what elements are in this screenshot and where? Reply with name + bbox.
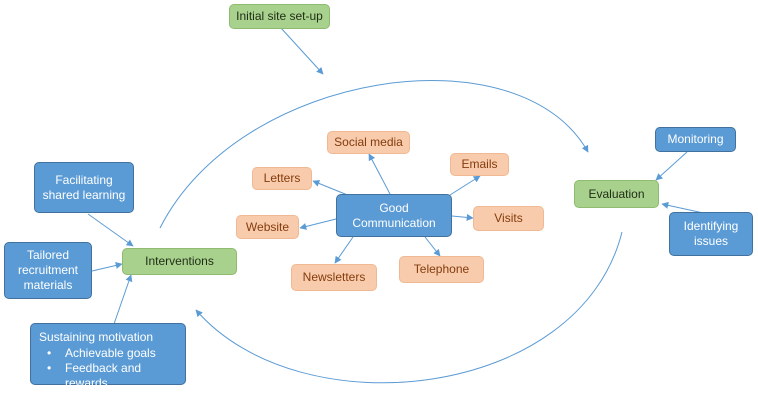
arrow-setup-to-arc	[280, 27, 324, 75]
visits-box: Visits	[473, 206, 544, 231]
tailored-recruitment-box: Tailored recruitment materials	[4, 242, 92, 299]
spoke-social-media	[368, 153, 391, 195]
sustaining-motivation-list: Achievable goals Feedback and rewards	[39, 346, 177, 391]
cycle-arc-top	[159, 80, 589, 229]
spoke-visits	[451, 213, 474, 221]
interventions-box: Interventions	[122, 248, 237, 275]
social-media-box: Social media	[327, 131, 410, 154]
spoke-website	[299, 218, 337, 230]
arrow-facilitating-to-interventions	[87, 213, 134, 247]
letters-box: Letters	[252, 167, 312, 190]
arrow-monitoring-to-evaluation	[655, 151, 688, 181]
cycle-arc-bottom	[195, 231, 623, 384]
telephone-box: Telephone	[399, 256, 484, 283]
spoke-newsletters	[334, 236, 354, 264]
website-box: Website	[236, 215, 299, 239]
sustaining-item-achievable-goals: Achievable goals	[47, 346, 177, 361]
initial-setup-box: Initial site set-up	[229, 4, 330, 29]
spoke-emails	[449, 175, 481, 196]
arrow-tailored-to-interventions	[91, 262, 123, 272]
monitoring-box: Monitoring	[655, 127, 736, 152]
newsletters-box: Newsletters	[291, 264, 377, 291]
sustaining-motivation-box: Sustaining motivation Achievable goals F…	[30, 323, 186, 390]
emails-box: Emails	[450, 153, 509, 176]
good-communication-box: Good Communication	[336, 194, 452, 237]
facilitating-shared-learning-box: Facilitating shared learning	[34, 162, 134, 213]
sustaining-motivation-title: Sustaining motivation	[39, 330, 154, 344]
spoke-telephone	[424, 236, 441, 257]
evaluation-box: Evaluation	[574, 180, 659, 208]
sustaining-item-feedback-rewards: Feedback and rewards	[47, 361, 177, 391]
identifying-issues-box: Identifying issues	[669, 212, 753, 256]
spoke-letters	[312, 180, 351, 197]
arrow-sustaining-to-interventions	[113, 274, 133, 325]
